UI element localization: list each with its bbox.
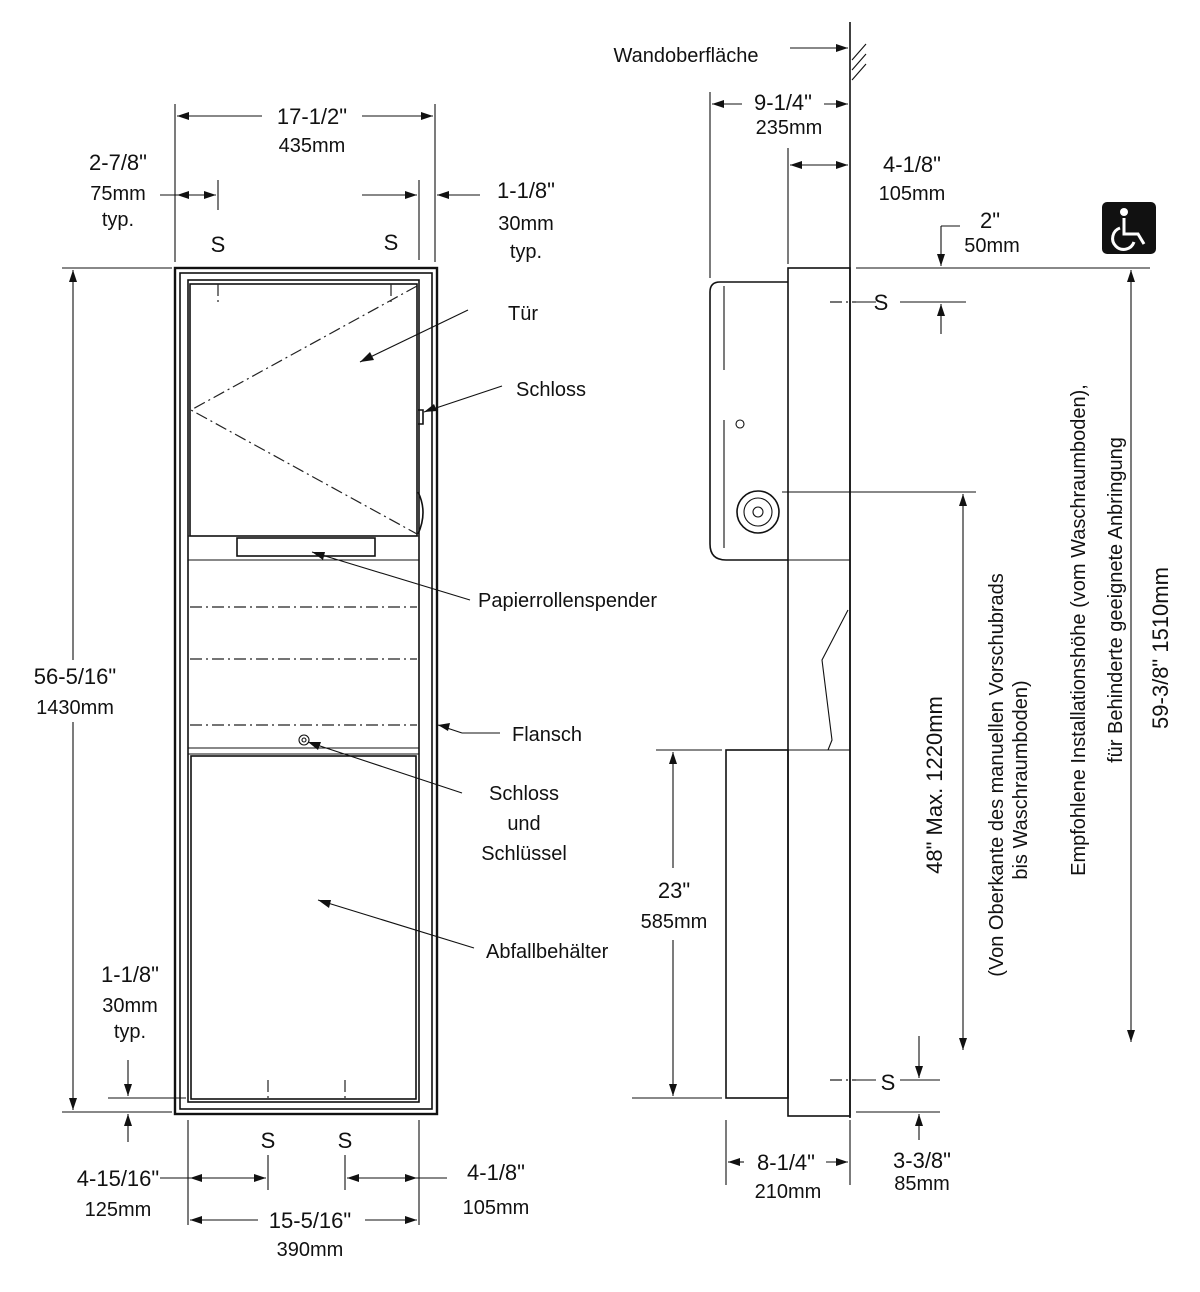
dim-right-offset-in: 1-1/8" bbox=[497, 178, 555, 203]
dim-side-offset-typ: typ. bbox=[102, 209, 134, 231]
screw-marker-bottom-right: S bbox=[338, 1128, 353, 1153]
side-view bbox=[709, 22, 867, 1118]
dim-bottom-right-in: 4-1/8" bbox=[467, 1160, 525, 1185]
feed-wheel bbox=[736, 490, 780, 534]
dim-bin-depth-mm: 210mm bbox=[755, 1181, 822, 1203]
label-wall-surface: Wandoberfläche bbox=[614, 45, 759, 67]
label-waste-bin: Abfallbehälter bbox=[486, 941, 609, 963]
label-flange: Flansch bbox=[512, 724, 582, 746]
screw-marker-side-bottom: S bbox=[881, 1070, 896, 1095]
recessed-body bbox=[787, 267, 851, 1117]
text-layer: S S S S S S 17-1/2" 435mm 2-7/8" 75mm ty… bbox=[34, 45, 1173, 1261]
dim-bottom-offset-typ: typ. bbox=[114, 1021, 146, 1043]
front-leaders bbox=[307, 309, 503, 949]
dim-right-offset-mm: 30mm bbox=[498, 213, 554, 235]
dim-top-offset-in: 2" bbox=[980, 208, 1000, 233]
dim-bottom-right-mm: 105mm bbox=[463, 1197, 530, 1219]
label-paper-dispenser: Papierrollenspender bbox=[478, 590, 657, 612]
dim-bin-height-in: 23" bbox=[658, 878, 690, 903]
screw-marker-side-top: S bbox=[874, 290, 889, 315]
feed-note-line-2: bis Waschraumboden) bbox=[1010, 680, 1032, 879]
install-note-line-1: Empfohlene Installationshöhe (vom Waschr… bbox=[1068, 384, 1090, 876]
label-lock: Schloss bbox=[516, 379, 586, 401]
dim-bottom-left-in: 4-15/16" bbox=[77, 1166, 159, 1191]
dim-width-in: 17-1/2" bbox=[277, 104, 347, 129]
flange-outline bbox=[173, 266, 439, 1116]
dim-rough-width-mm: 390mm bbox=[277, 1239, 344, 1261]
label-lock-and-key-2: und bbox=[507, 813, 540, 835]
dim-rough-width-in: 15-5/16" bbox=[269, 1208, 351, 1233]
door-panel bbox=[189, 283, 418, 537]
bin-projection bbox=[725, 749, 789, 1099]
label-lock-and-key-1: Schloss bbox=[489, 783, 559, 805]
install-note-line-2: für Behinderte geeignete Anbringung bbox=[1105, 437, 1127, 763]
wheelchair-icon bbox=[1102, 202, 1156, 254]
screw-marker-bottom-left: S bbox=[261, 1128, 276, 1153]
dim-bottom-offset-mm: 30mm bbox=[102, 995, 158, 1017]
dim-height-in: 56-5/16" bbox=[34, 664, 116, 689]
screw-marker-top-left: S bbox=[211, 232, 226, 257]
screw-marker-top-right: S bbox=[384, 230, 399, 255]
dim-bottom-side-mm: 85mm bbox=[894, 1173, 950, 1195]
dim-right-offset-typ: typ. bbox=[510, 241, 542, 263]
waste-bin-panel bbox=[190, 755, 417, 1100]
label-door: Tür bbox=[508, 303, 538, 325]
dim-bottom-left-mm: 125mm bbox=[85, 1199, 152, 1221]
cabinet-body bbox=[187, 279, 420, 1103]
dim-bin-height-mm: 585mm bbox=[641, 911, 708, 933]
dim-side-offset-in: 2-7/8" bbox=[89, 150, 147, 175]
dim-side-offset-mm: 75mm bbox=[90, 183, 146, 205]
dim-depth-recess-in: 4-1/8" bbox=[883, 152, 941, 177]
dim-width-mm: 435mm bbox=[279, 135, 346, 157]
dim-height-mm: 1430mm bbox=[36, 697, 114, 719]
front-view bbox=[173, 266, 439, 1116]
dim-depth-total-in: 9-1/4" bbox=[754, 90, 812, 115]
dim-bottom-side-in: 3-3/8" bbox=[893, 1148, 951, 1173]
dim-depth-total-mm: 235mm bbox=[756, 117, 823, 139]
feed-note-line-1: (Von Oberkante des manuellen Vorschubrad… bbox=[986, 573, 1008, 977]
side-dimensions bbox=[632, 92, 1150, 1185]
front-dimensions bbox=[62, 104, 480, 1225]
dim-feed-height: 48" Max. 1220mm bbox=[922, 696, 947, 874]
dim-bin-depth-in: 8-1/4" bbox=[757, 1150, 815, 1175]
label-lock-and-key-3: Schlüssel bbox=[481, 843, 567, 865]
dim-bottom-offset-in: 1-1/8" bbox=[101, 962, 159, 987]
dim-install-height: 59-3/8" 1510mm bbox=[1148, 567, 1173, 729]
dim-depth-recess-mm: 105mm bbox=[879, 183, 946, 205]
dim-top-offset-mm: 50mm bbox=[964, 235, 1020, 257]
